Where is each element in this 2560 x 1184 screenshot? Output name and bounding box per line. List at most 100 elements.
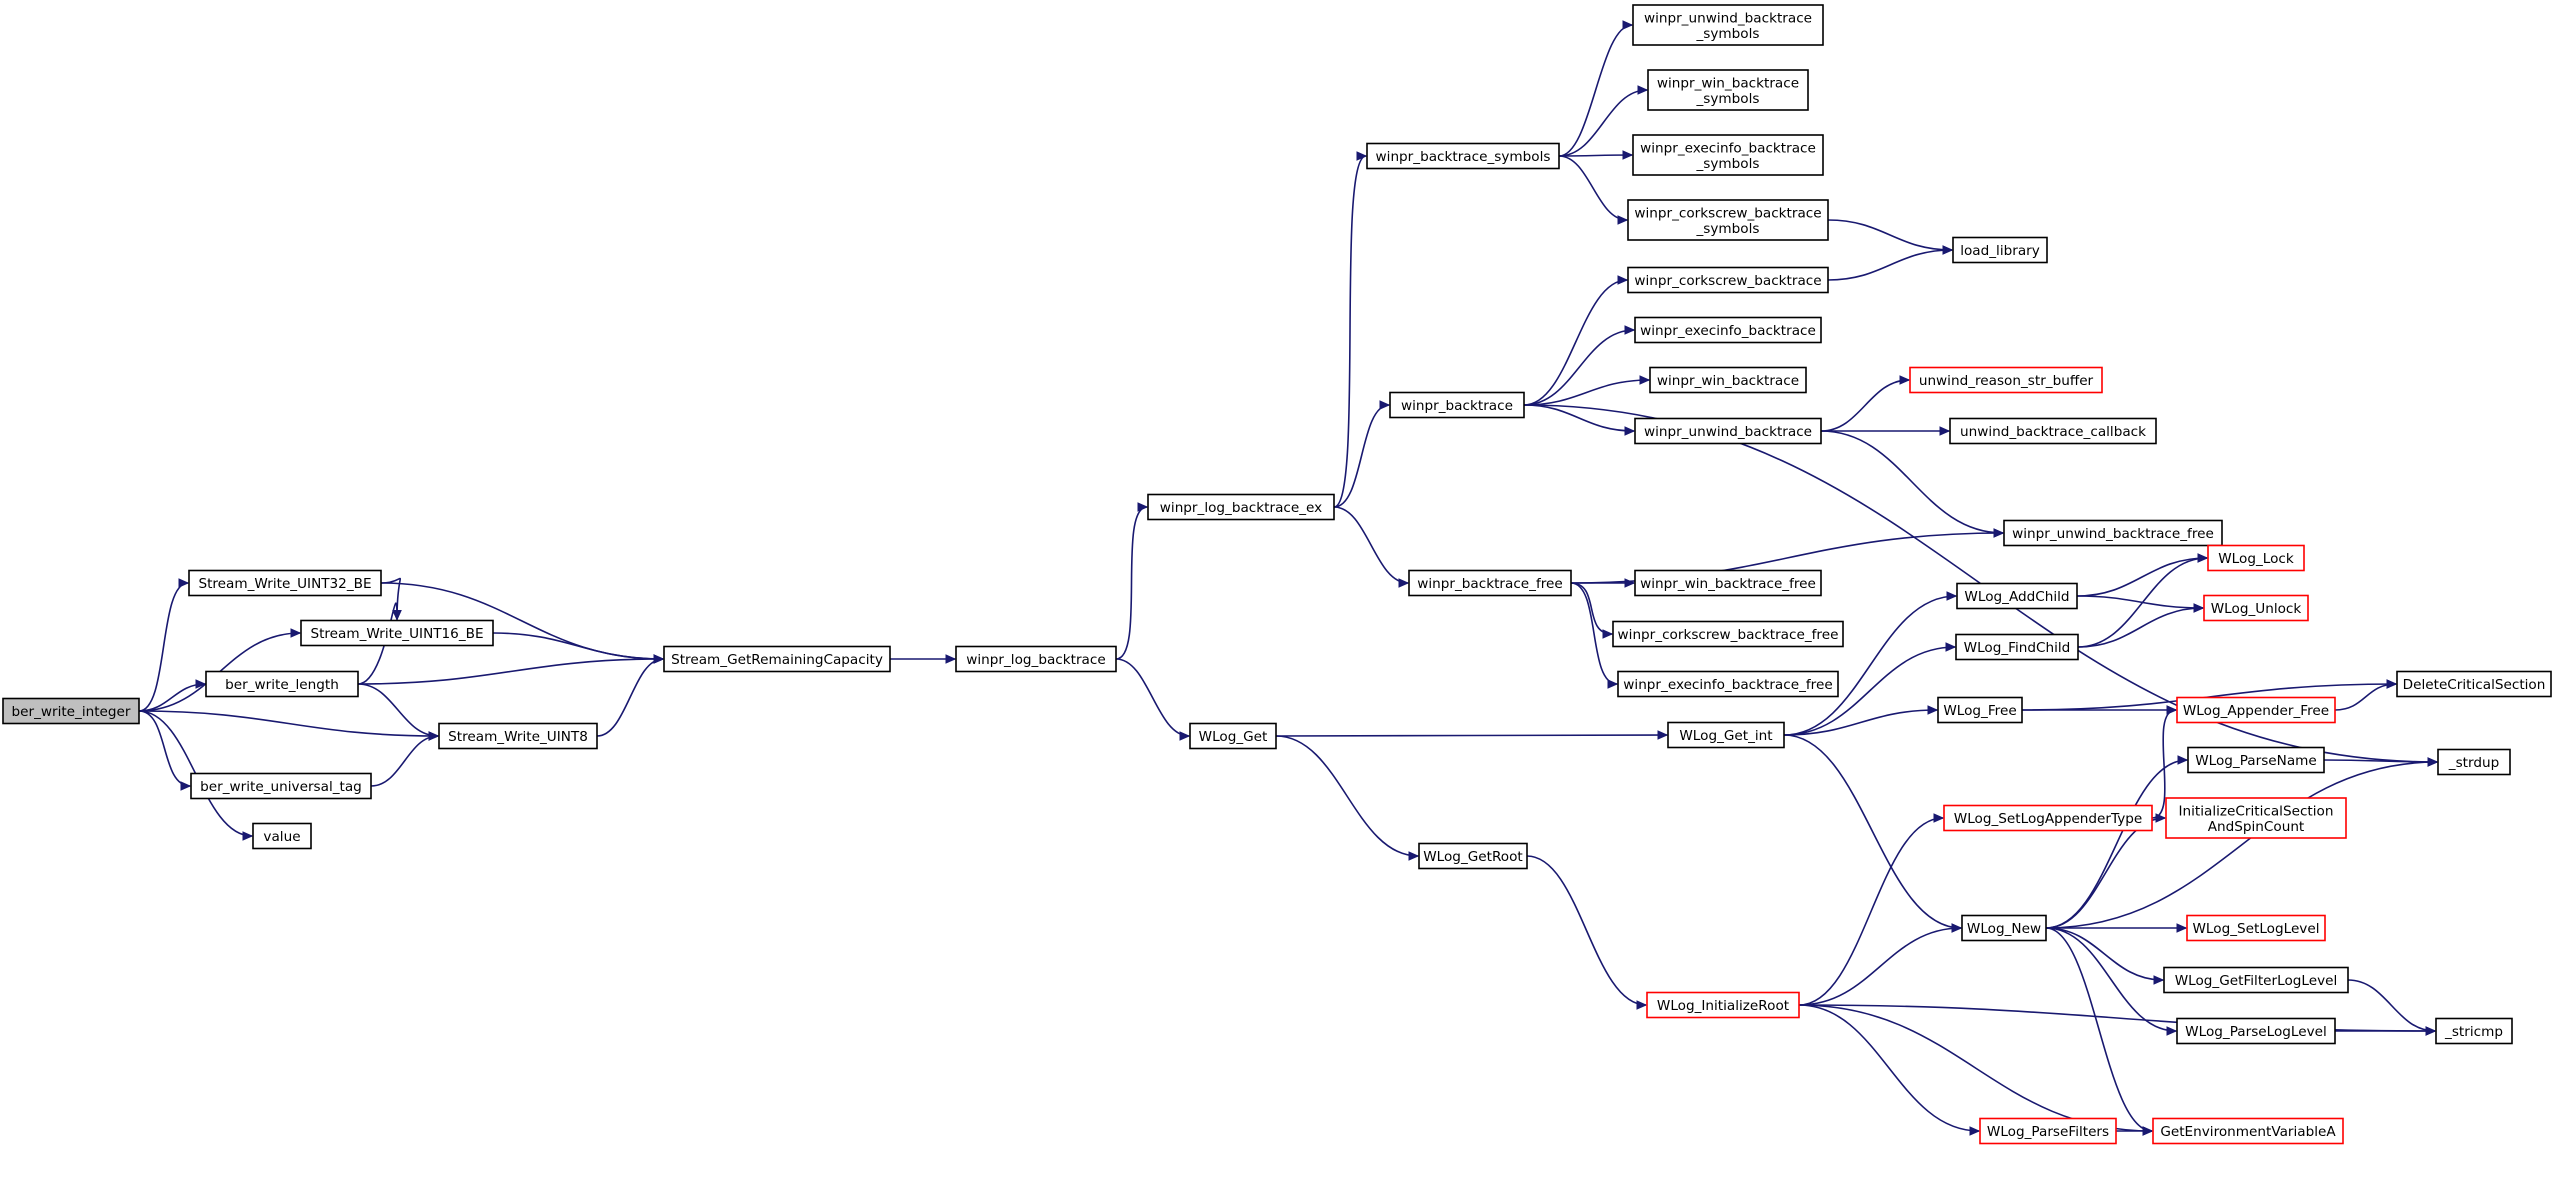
- node-unwind-reason-str-buffer[interactable]: unwind_reason_str_buffer: [1909, 366, 2103, 394]
- node--strdup[interactable]: _strdup: [2437, 748, 2511, 776]
- node-wlog-parse-name[interactable]: WLog_ParseName: [2187, 746, 2325, 774]
- node-label: WLog_SetLogAppenderType: [1954, 811, 2142, 827]
- node-box: [1147, 493, 1335, 521]
- node-unwind-backtrace-callback[interactable]: unwind_backtrace_callback: [1949, 417, 2157, 445]
- node-ber-write-integer[interactable]: ber_write_integer: [2, 697, 140, 725]
- node-winpr-log-backtrace-ex[interactable]: winpr_log_backtrace_ex: [1147, 493, 1335, 521]
- node-box: [1612, 620, 1844, 648]
- node-wlog-get-int[interactable]: WLog_Get_int: [1667, 721, 1785, 749]
- node-stream-get-remaining-capacity[interactable]: Stream_GetRemainingCapacity: [663, 645, 891, 673]
- node-winpr-win-backtrace-free[interactable]: winpr_win_backtrace_free: [1634, 569, 1822, 597]
- node-label: Stream_Write_UINT16_BE: [310, 626, 483, 642]
- node-wlog-free[interactable]: WLog_Free: [1937, 696, 2023, 724]
- node-winpr-backtrace-free[interactable]: winpr_backtrace_free: [1408, 569, 1572, 597]
- edge-wlog-get-int-to-wlog-new: [1783, 734, 1963, 933]
- node-stream-write-uint16-be[interactable]: Stream_Write_UINT16_BE: [300, 619, 494, 647]
- node-box: [190, 772, 372, 800]
- edge-wlog-get-to-wlog-get-root: [1275, 735, 1420, 861]
- node-label: winpr_unwind_backtrace: [1644, 10, 1812, 26]
- node-winpr-backtrace[interactable]: winpr_backtrace: [1389, 391, 1525, 419]
- node-wlog-lock[interactable]: WLog_Lock: [2207, 544, 2305, 572]
- node-delete-critical-section[interactable]: DeleteCriticalSection: [2396, 670, 2552, 698]
- node-wlog-initialize-root[interactable]: WLog_InitializeRoot: [1646, 991, 1800, 1019]
- node-wlog-parse-filters[interactable]: WLog_ParseFilters: [1979, 1117, 2117, 1145]
- node-stream-write-uint32-be[interactable]: Stream_Write_UINT32_BE: [188, 569, 382, 597]
- node-box: [1627, 266, 1829, 294]
- node-winpr-win-backtrace[interactable]: winpr_win_backtrace: [1649, 366, 1807, 394]
- node-wlog-find-child[interactable]: WLog_FindChild: [1955, 633, 2079, 661]
- node-box: [2152, 1117, 2344, 1145]
- node-box: [1647, 69, 1809, 111]
- node-load-library[interactable]: load_library: [1952, 236, 2048, 264]
- edge-wlog-new-to-wlog-parse-name: [2045, 755, 2189, 929]
- node-label: winpr_log_backtrace: [966, 652, 1105, 668]
- node-value[interactable]: value: [252, 822, 312, 850]
- node-winpr-corkscrew-backtrace-symbols[interactable]: winpr_corkscrew_backtrace_symbols: [1627, 199, 1829, 241]
- edge-winpr-corkscrew-backtrace-symbols-to-load-library: [1827, 219, 1954, 255]
- node-wlog-add-child[interactable]: WLog_AddChild: [1956, 582, 2078, 610]
- node-box: [1961, 914, 2047, 942]
- node-label: WLog_Get_int: [1679, 728, 1772, 744]
- node-wlog-get-root[interactable]: WLog_GetRoot: [1418, 842, 1528, 870]
- node-wlog-unlock[interactable]: WLog_Unlock: [2203, 594, 2309, 622]
- node-winpr-execinfo-backtrace[interactable]: winpr_execinfo_backtrace: [1634, 316, 1822, 344]
- node-box: [1646, 991, 1800, 1019]
- edge-ber-write-integer-to-ber-write-length: [138, 679, 207, 712]
- node-winpr-win-backtrace-symbols[interactable]: winpr_win_backtrace_symbols: [1647, 69, 1809, 111]
- edge-ber-write-integer-to-ber-write-universal-tag: [138, 710, 192, 791]
- node-label: ber_write_length: [225, 677, 339, 693]
- node-box: [1408, 569, 1572, 597]
- node-label: winpr_win_backtrace_free: [1640, 576, 1816, 592]
- node-box: [663, 645, 891, 673]
- node-wlog-set-log-appender-type[interactable]: WLog_SetLogAppenderType: [1943, 804, 2153, 832]
- edge-winpr-log-backtrace-ex-to-winpr-backtrace-free: [1333, 506, 1410, 588]
- edge-winpr-backtrace-free-to-winpr-execinfo-backtrace-free: [1570, 582, 1619, 689]
- node-label: winpr_unwind_backtrace_free: [2012, 526, 2214, 542]
- node-wlog-set-log-level[interactable]: WLog_SetLogLevel: [2186, 914, 2326, 942]
- node--stricmp[interactable]: _stricmp: [2435, 1017, 2513, 1045]
- edge-wlog-new-to--strdup: [2045, 757, 2439, 929]
- edge-winpr-unwind-backtrace-to-winpr-unwind-backtrace-free: [1820, 430, 2005, 538]
- node-wlog-parse-log-level[interactable]: WLog_ParseLogLevel: [2176, 1017, 2336, 1045]
- node-label: winpr_win_backtrace: [1657, 373, 1799, 389]
- node-wlog-get-filter-log-level[interactable]: WLog_GetFilterLogLevel: [2163, 966, 2349, 994]
- node-wlog-appender-free[interactable]: WLog_Appender_Free: [2176, 696, 2336, 724]
- node-label: winpr_execinfo_backtrace_free: [1623, 677, 1832, 693]
- node-ber-write-universal-tag[interactable]: ber_write_universal_tag: [190, 772, 372, 800]
- node-box: [252, 822, 312, 850]
- node-label: WLog_Get: [1199, 729, 1268, 745]
- node-winpr-backtrace-symbols[interactable]: winpr_backtrace_symbols: [1366, 142, 1560, 170]
- node-winpr-unwind-backtrace[interactable]: winpr_unwind_backtrace: [1634, 417, 1822, 445]
- node-label: _strdup: [2448, 755, 2499, 771]
- node-ber-write-length[interactable]: ber_write_length: [205, 670, 359, 698]
- node-wlog-get[interactable]: WLog_Get: [1189, 722, 1277, 750]
- node-get-environment-variable-a[interactable]: GetEnvironmentVariableA: [2152, 1117, 2344, 1145]
- node-box: [1949, 417, 2157, 445]
- node-winpr-corkscrew-backtrace[interactable]: winpr_corkscrew_backtrace: [1627, 266, 1829, 294]
- edge-wlog-initialize-root-to-get-environment-variable-a: [1798, 1004, 2154, 1136]
- edge-winpr-backtrace-free-to-winpr-corkscrew-backtrace-free: [1570, 582, 1614, 639]
- edges-layer: [138, 20, 2439, 1136]
- node-winpr-unwind-backtrace-free[interactable]: winpr_unwind_backtrace_free: [2003, 519, 2223, 547]
- node-label: winpr_unwind_backtrace: [1644, 424, 1812, 440]
- node-stream-write-uint8[interactable]: Stream_Write_UINT8: [438, 722, 598, 750]
- node-label: WLog_Free: [1943, 703, 2016, 719]
- node-label: WLog_GetRoot: [1423, 849, 1523, 865]
- node-winpr-unwind-backtrace-symbols[interactable]: winpr_unwind_backtrace_symbols: [1632, 4, 1824, 46]
- edge-winpr-backtrace-symbols-to-winpr-execinfo-backtrace-symbols: [1558, 150, 1634, 160]
- edge-winpr-log-backtrace-ex-to-winpr-backtrace: [1333, 400, 1391, 508]
- edge-wlog-get-int-to-wlog-add-child: [1783, 591, 1958, 736]
- node-winpr-execinfo-backtrace-free[interactable]: winpr_execinfo_backtrace_free: [1617, 670, 1839, 698]
- node-winpr-execinfo-backtrace-symbols[interactable]: winpr_execinfo_backtrace_symbols: [1632, 134, 1824, 176]
- node-label: InitializeCriticalSection: [2179, 803, 2334, 819]
- edge-wlog-set-log-appender-type-to-wlog-appender-free: [2151, 705, 2178, 819]
- node-wlog-new[interactable]: WLog_New: [1961, 914, 2047, 942]
- node-label: WLog_ParseName: [2195, 753, 2317, 769]
- node-label: WLog_Lock: [2218, 551, 2294, 567]
- node-box: [1366, 142, 1560, 170]
- node-label: DeleteCriticalSection: [2403, 677, 2546, 693]
- node-winpr-log-backtrace[interactable]: winpr_log_backtrace: [955, 645, 1117, 673]
- node-box: [2396, 670, 2552, 698]
- node-winpr-corkscrew-backtrace-free[interactable]: winpr_corkscrew_backtrace_free: [1612, 620, 1844, 648]
